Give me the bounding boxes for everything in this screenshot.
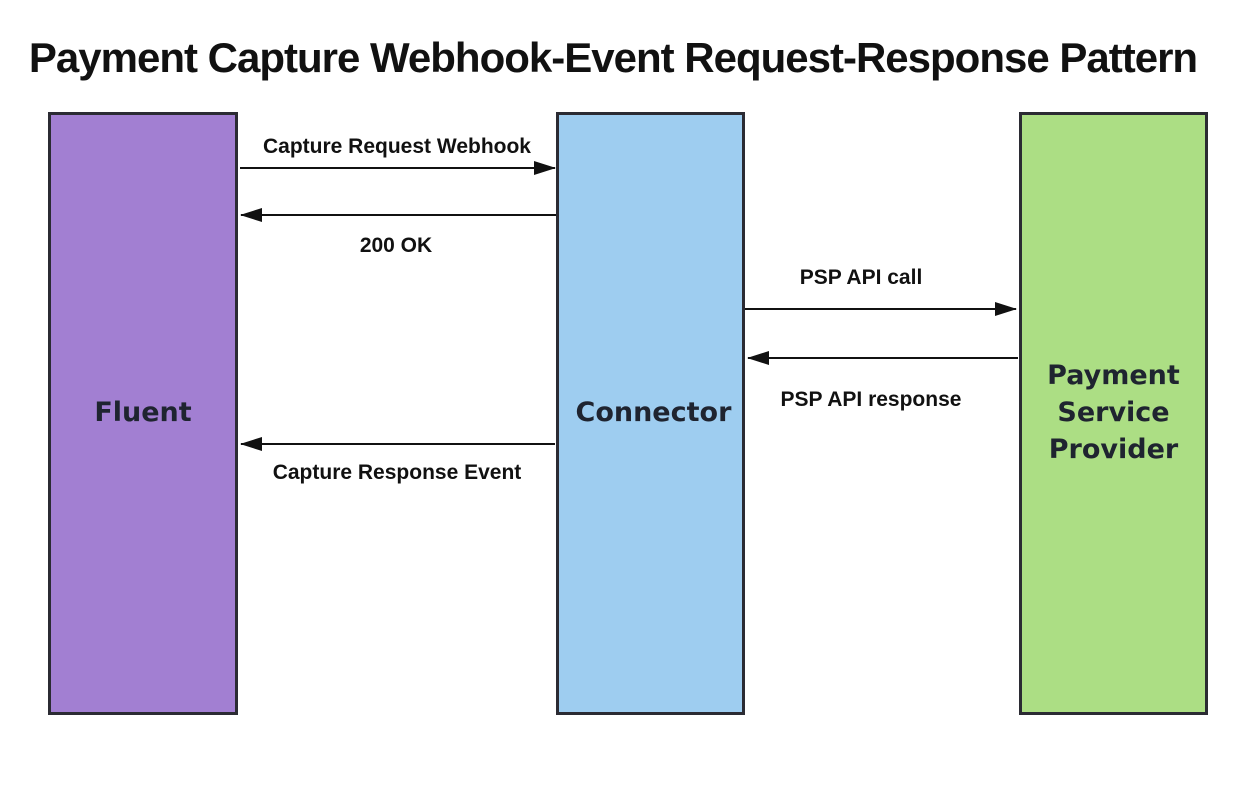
message-label-capture-request-webhook: Capture Request Webhook xyxy=(263,135,531,158)
actor-fluent-box: Fluent xyxy=(48,112,238,715)
diagram-title: Payment Capture Webhook-Event Request-Re… xyxy=(28,34,1198,81)
actor-connector-label: Connector xyxy=(575,397,732,429)
actor-psp-label: Payment Service Provider xyxy=(1047,360,1180,465)
message-label-psp-api-response: PSP API response xyxy=(780,388,962,411)
message-label-capture-response-event: Capture Response Event xyxy=(272,461,522,484)
message-label-psp-api-call: PSP API call xyxy=(799,266,923,289)
actor-fluent-label: Fluent xyxy=(94,397,192,429)
message-label-200-ok: 200 OK xyxy=(359,234,433,257)
actor-psp-box: Payment Service Provider xyxy=(1019,112,1208,715)
actor-connector-box: Connector xyxy=(556,112,745,715)
